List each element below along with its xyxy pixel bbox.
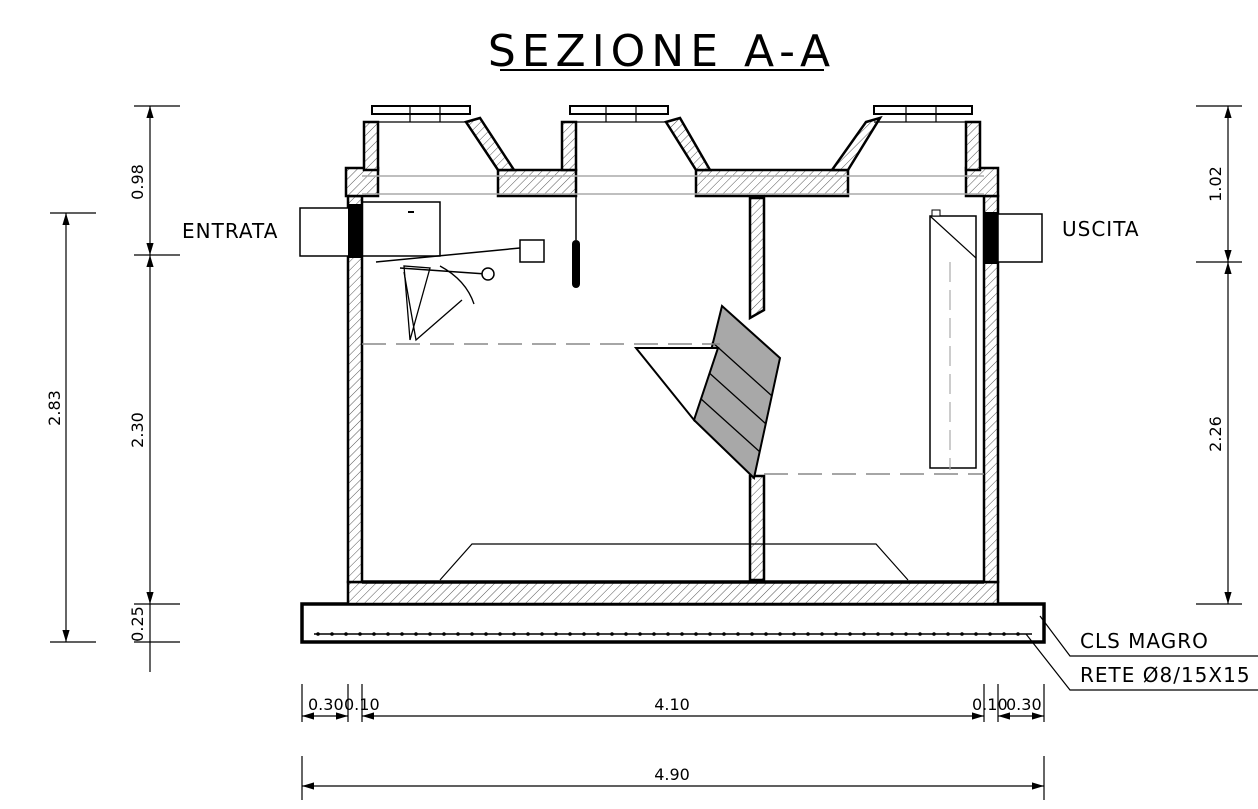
rebar-dot [330, 632, 334, 636]
dim-left-total: 2.83 [45, 390, 64, 426]
dim-right-top: 1.02 [1206, 166, 1225, 202]
outlet-label: USCITA [1062, 217, 1140, 241]
top-slab-left [344, 166, 380, 198]
dim-bottom-gap-right: 0.10 [972, 695, 1008, 714]
rebar-dot [610, 632, 614, 636]
riser-right [829, 105, 982, 172]
rebar-dot [890, 632, 894, 636]
rebar-dot [652, 632, 656, 636]
rebar-dot [792, 632, 796, 636]
bottom-dimensions [301, 684, 1045, 800]
rebar-dot [386, 632, 390, 636]
rebar-dot [568, 632, 572, 636]
dim-bottom-wall-left: 0.30 [308, 695, 344, 714]
rebar-dot [316, 632, 320, 636]
rebar-dot [834, 632, 838, 636]
dip-weight [572, 240, 580, 288]
rebar-dot [904, 632, 908, 636]
rebar-dot [526, 632, 530, 636]
rebar-dot [736, 632, 740, 636]
rebar-dot [750, 632, 754, 636]
base-slab [300, 602, 1046, 644]
dim-bottom-total: 4.90 [654, 765, 690, 784]
dim-bottom-inner: 4.10 [654, 695, 690, 714]
rebar-dot [512, 632, 516, 636]
rebar-dot [596, 632, 600, 636]
rebar-dot [820, 632, 824, 636]
rebar-dot [540, 632, 544, 636]
rebar-dot [862, 632, 866, 636]
rebar-dot [442, 632, 446, 636]
dim-bottom-gap-left: 0.10 [344, 695, 380, 714]
rebar-dot [358, 632, 362, 636]
inclined-baffle [633, 304, 782, 480]
rebar-dot [344, 632, 348, 636]
top-slab-mid-right [694, 168, 850, 198]
rebar-dot [428, 632, 432, 636]
inlet-device [299, 201, 545, 342]
right-dimensions [1196, 105, 1242, 605]
rebar-dot [666, 632, 670, 636]
rebar-dot [960, 632, 964, 636]
dim-bottom-wall-right: 0.30 [1006, 695, 1042, 714]
rebar-dot [400, 632, 404, 636]
rebar-dot [806, 632, 810, 636]
rebar-dot [680, 632, 684, 636]
rebar-dot [932, 632, 936, 636]
lean-concrete-label: CLS MAGRO [1080, 629, 1209, 653]
rebar-dot [484, 632, 488, 636]
rebar-mesh [316, 632, 1020, 636]
top-slab-right [964, 166, 1000, 198]
left-dimensions [50, 105, 180, 672]
dim-left-top: 0.98 [128, 164, 147, 200]
rebar-dot [1002, 632, 1006, 636]
rebar-dot [988, 632, 992, 636]
inlet-label: ENTRATA [182, 219, 278, 243]
mesh-label: RETE Ø8/15X15 [1080, 663, 1251, 687]
rebar-dot [918, 632, 922, 636]
rebar-dot [624, 632, 628, 636]
rebar-dot [848, 632, 852, 636]
rebar-dot [582, 632, 586, 636]
rebar-dot [694, 632, 698, 636]
rebar-dot [372, 632, 376, 636]
dim-left-mid: 2.30 [128, 412, 147, 448]
rebar-dot [974, 632, 978, 636]
rebar-dot [764, 632, 768, 636]
leader-lean-concrete [1039, 615, 1258, 657]
leader-mesh [1025, 633, 1258, 691]
floor-slab [346, 580, 1000, 606]
top-slab-mid-left [496, 168, 578, 198]
riser-center [560, 105, 713, 172]
rebar-dot [498, 632, 502, 636]
rebar-dot [708, 632, 712, 636]
drawing-title: SEZIONE A-A [488, 26, 836, 77]
sludge-outline [439, 543, 909, 581]
rebar-dot [554, 632, 558, 636]
rebar-dot [778, 632, 782, 636]
outlet-device [929, 209, 1043, 470]
partition-lower [748, 474, 766, 582]
rebar-dot [456, 632, 460, 636]
dim-left-base: 0.25 [128, 606, 147, 642]
rebar-dot [722, 632, 726, 636]
dim-right-mid: 2.26 [1206, 416, 1225, 452]
rebar-dot [414, 632, 418, 636]
rebar-dot [946, 632, 950, 636]
rebar-dot [876, 632, 880, 636]
rebar-dot [1016, 632, 1020, 636]
partition-upper [748, 196, 766, 321]
rebar-dot [470, 632, 474, 636]
riser-left [362, 105, 517, 172]
rebar-dot [638, 632, 642, 636]
